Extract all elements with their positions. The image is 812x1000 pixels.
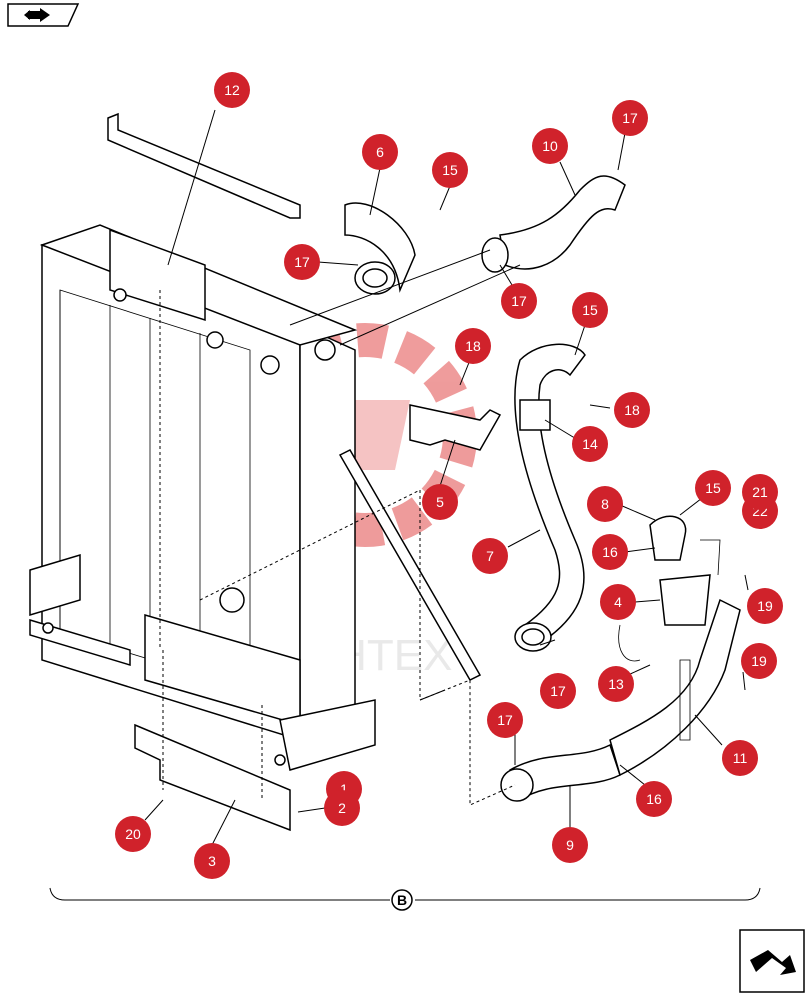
callout-21[interactable]: 21 <box>742 474 778 510</box>
callout-10[interactable]: 10 <box>532 128 568 164</box>
callout-15c[interactable]: 15 <box>695 470 731 506</box>
callout-19a[interactable]: 19 <box>747 588 783 624</box>
callout-1-label: 1 <box>340 781 348 797</box>
part-3-bracket <box>134 723 291 832</box>
callout-16a[interactable]: 16 <box>592 534 628 570</box>
callout-6-label: 6 <box>376 144 384 160</box>
strap-5 <box>409 404 502 451</box>
callout-14[interactable]: 14 <box>572 426 608 462</box>
callout-6[interactable]: 6 <box>362 134 398 170</box>
callout-5[interactable]: 5 <box>422 484 458 520</box>
callout-7-label: 7 <box>486 548 494 564</box>
callout-16b-label: 16 <box>646 791 662 807</box>
callout-20[interactable]: 20 <box>115 816 151 852</box>
callout-8-label: 8 <box>601 496 609 512</box>
callout-12-label: 12 <box>224 82 240 98</box>
callout-11[interactable]: 11 <box>722 740 758 776</box>
callout-17d[interactable]: 17 <box>540 673 576 709</box>
hose-9-11 <box>500 515 741 802</box>
callout-12[interactable]: 12 <box>214 72 250 108</box>
callout-7[interactable]: 7 <box>472 538 508 574</box>
callout-8[interactable]: 8 <box>587 486 623 522</box>
callout-18a[interactable]: 18 <box>455 328 491 364</box>
callout-15b[interactable]: 15 <box>572 292 608 328</box>
callout-19a-label: 19 <box>757 598 773 614</box>
part-12-bar <box>107 112 301 219</box>
callout-5-label: 5 <box>436 494 444 510</box>
callout-16a-label: 16 <box>602 544 618 560</box>
callout-13-label: 13 <box>608 676 624 692</box>
callout-9[interactable]: 9 <box>552 827 588 863</box>
callout-2-label: 2 <box>338 800 346 816</box>
callout-17b[interactable]: 17 <box>284 244 320 280</box>
callout-15c-label: 15 <box>705 480 721 496</box>
callout-4[interactable]: 4 <box>600 584 636 620</box>
callout-16b[interactable]: 16 <box>636 781 672 817</box>
callout-17c[interactable]: 17 <box>501 283 537 319</box>
hose-7 <box>514 343 586 652</box>
back-arrow-icon[interactable] <box>7 3 80 27</box>
callout-10-label: 10 <box>542 138 558 154</box>
callout-18b[interactable]: 18 <box>614 392 650 428</box>
callout-14-label: 14 <box>582 436 598 452</box>
callout-17d-label: 17 <box>550 683 566 699</box>
callout-4-label: 4 <box>614 594 622 610</box>
callout-13[interactable]: 13 <box>598 666 634 702</box>
callout-11-label: 11 <box>733 750 748 766</box>
callout-17b-label: 17 <box>294 254 310 270</box>
callout-20-label: 20 <box>125 826 141 842</box>
callout-17a[interactable]: 17 <box>612 100 648 136</box>
assembly-bracket: B <box>49 887 761 911</box>
callout-18b-label: 18 <box>624 402 640 418</box>
callout-17a-label: 17 <box>622 110 638 126</box>
callout-3-label: 3 <box>208 853 216 869</box>
callout-17c-label: 17 <box>511 293 527 309</box>
rod <box>338 449 482 681</box>
callouts: 12 6 15 10 17 17 17 15 18 18 14 5 8 15 2… <box>115 72 783 879</box>
callout-9-label: 9 <box>566 837 574 853</box>
next-page-icon[interactable] <box>739 929 805 993</box>
callout-17e-label: 17 <box>497 712 513 728</box>
radiator-assembly <box>29 224 376 771</box>
callout-15a-label: 15 <box>442 162 458 178</box>
callout-19b[interactable]: 19 <box>741 643 777 679</box>
hose-10 <box>481 175 626 273</box>
callout-15a[interactable]: 15 <box>432 152 468 188</box>
callout-19b-label: 19 <box>751 653 767 669</box>
leader-lines <box>144 109 749 846</box>
callout-17e[interactable]: 17 <box>487 702 523 738</box>
hose-6 <box>344 202 416 295</box>
callout-15b-label: 15 <box>582 302 598 318</box>
assembly-label: B <box>397 892 407 908</box>
callout-21-label: 21 <box>752 484 768 500</box>
callout-3[interactable]: 3 <box>194 843 230 879</box>
callout-18a-label: 18 <box>465 338 481 354</box>
callout-2[interactable]: 2 <box>324 790 360 826</box>
